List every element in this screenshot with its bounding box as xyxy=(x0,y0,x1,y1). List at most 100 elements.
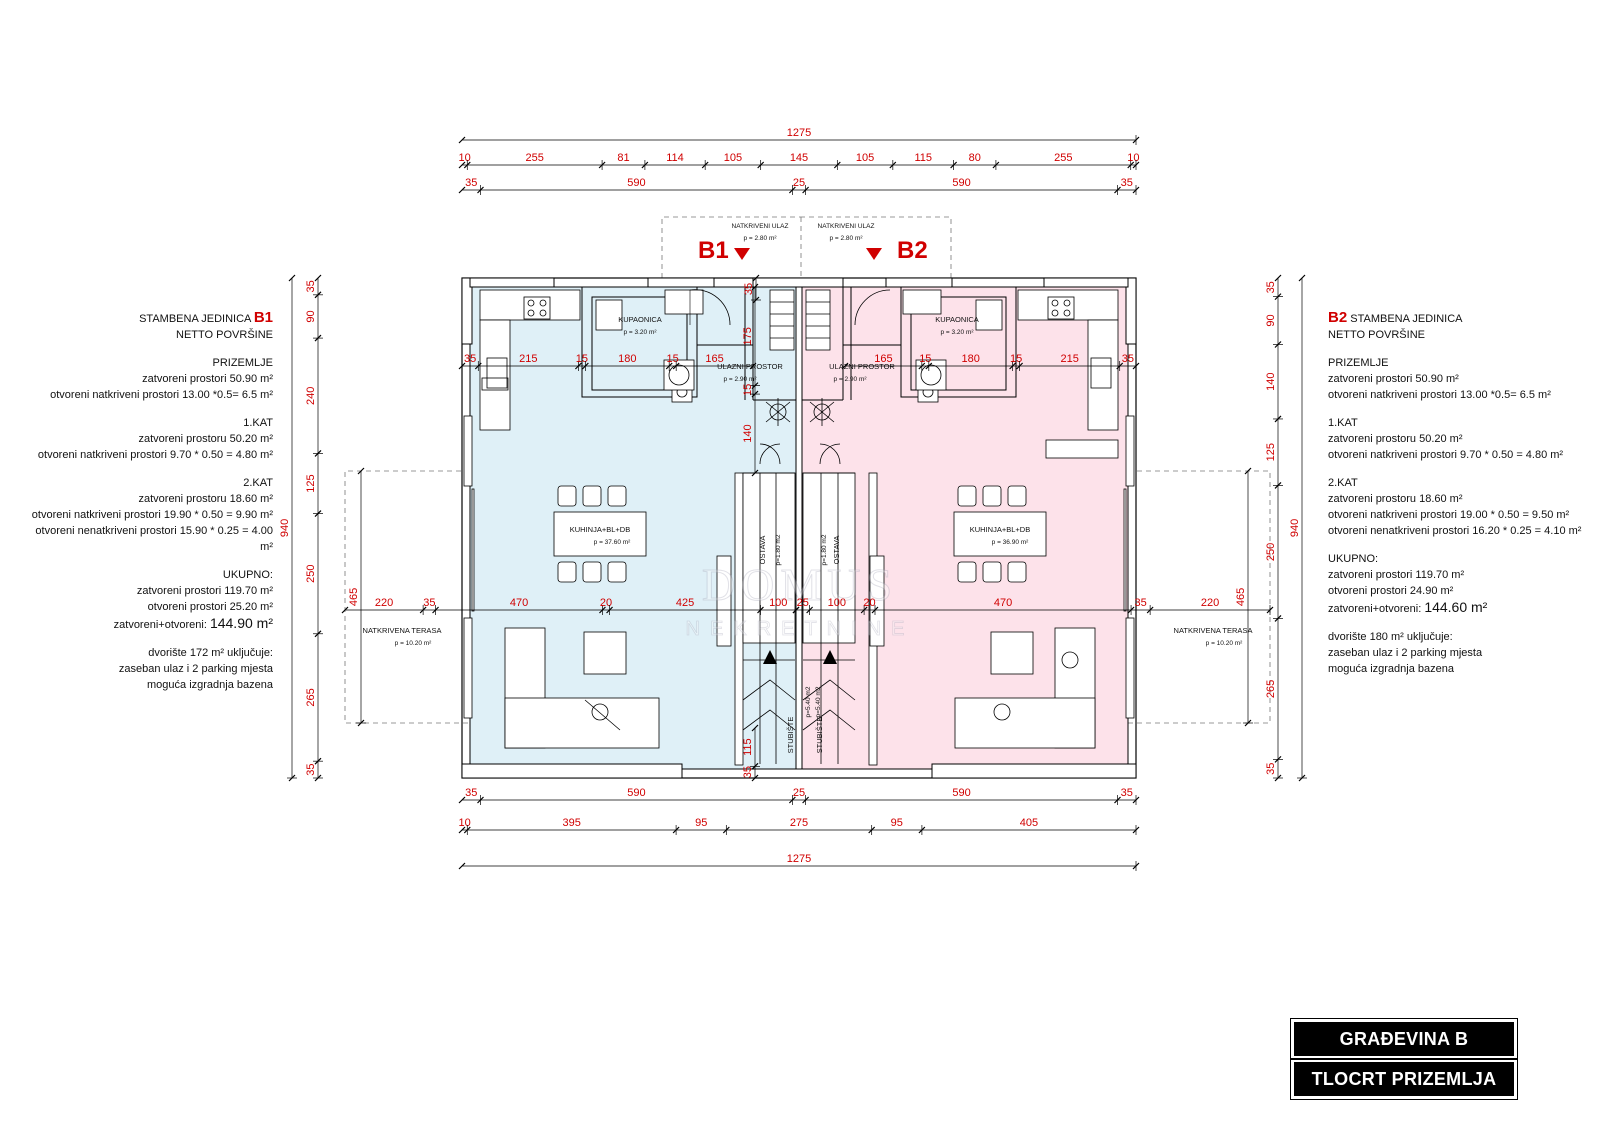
b2-kat1: 1.KAT xyxy=(1328,417,1358,429)
dim-bottom-row1-value: 590 xyxy=(627,787,645,799)
hall-b2-area: p = 2.90 m² xyxy=(833,376,867,383)
stairs-b2-area: p=5.40 m2 xyxy=(815,686,822,717)
storage-b1-name: OSTAVA xyxy=(758,536,767,565)
dim-int-b2-value: 15 xyxy=(1010,353,1022,365)
b1-k2c-unit: m² xyxy=(260,541,273,553)
dim-left-column-tick xyxy=(314,274,322,282)
dim-int-b1-value: 15 xyxy=(576,353,588,365)
terrace-b1-area: p = 10.20 m² xyxy=(395,640,433,647)
b2-plant xyxy=(809,398,835,426)
b1-d3: moguća izgradnja bazena xyxy=(147,679,273,691)
dim-right-column-value: 265 xyxy=(1265,680,1277,698)
watermark-line2: NEKRETNINE xyxy=(686,618,915,640)
b1-info-panel: STAMBENA JEDINICA B1 NETTO POVRŠINE PRIZ… xyxy=(32,310,273,693)
wall-solids xyxy=(461,277,1137,779)
b1-plant xyxy=(765,398,791,426)
dim-top-row1-value: 10 xyxy=(1127,152,1139,164)
b1-p2: otvoreni natkriveni prostori 13.00 *0.5=… xyxy=(50,389,273,401)
title-block-building: GRAĐEVINA B xyxy=(1290,1018,1518,1060)
b1-stair-block xyxy=(734,289,796,766)
dim-left-total-value: 940 xyxy=(279,519,291,537)
entry-b2-name: NATKRIVENI ULAZ xyxy=(818,223,875,230)
kitchen-b1-name: KUHINJA+BL+DB xyxy=(570,525,630,534)
bath-b1-name: KUPAONICA xyxy=(618,315,662,324)
dim-top-total-value: 1275 xyxy=(787,127,811,139)
dim-top-row1-value: 105 xyxy=(856,152,874,164)
b2-info-panel: B2 STAMBENA JEDINICA NETTO POVRŠINE PRIZ… xyxy=(1328,310,1581,677)
b2-p1: zatvoreni prostori 50.90 m² xyxy=(1328,373,1459,385)
b1-kat2: 2.KAT xyxy=(243,477,273,489)
watermark: DOMUS NEKRETNINE xyxy=(685,559,915,641)
bath-b2-area: p = 3.20 m² xyxy=(940,329,974,336)
b1-title: STAMBENA JEDINICA xyxy=(139,313,251,325)
dim-left-column-value: 90 xyxy=(305,310,317,322)
room-labels: NATKRIVENI ULAZ p = 2.80 m² NATKRIVENI U… xyxy=(363,223,1253,753)
b1-k2a: zatvoreni prostoru 18.60 m² xyxy=(138,493,273,505)
b1-u1: zatvoreni prostori 119.70 m² xyxy=(136,585,273,597)
terrace-b2-name: NATKRIVENA TERASA xyxy=(1174,626,1253,635)
dim-bottom-row2-value: 95 xyxy=(891,817,903,829)
dim-top-row2-value: 590 xyxy=(627,177,645,189)
b2-d1: dvorište 180 m² uključuje: xyxy=(1328,631,1453,643)
dim-int-mid-right-value: 470 xyxy=(994,597,1012,609)
stairs-b2-name: STUBIŠTE xyxy=(815,717,824,754)
dim-int-b2-value: 35 xyxy=(1122,353,1134,365)
dim-bottom-total-value: 1275 xyxy=(787,853,811,865)
dim-right-column-value: 140 xyxy=(1265,373,1277,391)
dim-bottom-row2-value: 10 xyxy=(459,817,471,829)
dim-right-column-value: 35 xyxy=(1265,281,1277,293)
dim-right-column-value: 125 xyxy=(1265,443,1277,461)
dim-top-row1-value: 145 xyxy=(790,152,808,164)
dim-int-mid-right-value: 220 xyxy=(1201,597,1219,609)
dim-bottom-row1-tick xyxy=(458,796,466,804)
dim-top-row2-value: 35 xyxy=(1121,177,1133,189)
dim-int-mid-right-value: 25 xyxy=(797,597,809,609)
dim-top-row1-value: 255 xyxy=(526,152,544,164)
dim-int-mid-left-value: 100 xyxy=(769,597,787,609)
dim-left-column-value: 250 xyxy=(305,564,317,582)
hall-b2-name: ULAZNI PROSTOR xyxy=(829,362,895,371)
dim-int-b1-value: 15 xyxy=(667,353,679,365)
dim-right-column-value: 90 xyxy=(1265,314,1277,326)
kitchen-b2-area: p = 36.90 m² xyxy=(992,539,1030,546)
dim-int-b1-tick xyxy=(458,362,466,370)
dim-bottom-row1-value: 35 xyxy=(1121,787,1133,799)
b2-unit-label: B2 xyxy=(1328,309,1348,326)
b1-p1: zatvoreni prostori 50.90 m² xyxy=(142,373,273,385)
dim-left-column-value: 125 xyxy=(305,474,317,492)
b1-marker-arrow xyxy=(734,248,750,260)
b2-stair-arrow xyxy=(823,650,837,664)
b2-u3-label: zatvoreni+otvoreni: xyxy=(1328,603,1422,615)
b2-u2: otvoreni prostori 24.90 m² xyxy=(1328,585,1454,597)
hall-b1-area: p = 2.90 m² xyxy=(723,376,757,383)
entry-b2-area: p = 2.80 m² xyxy=(829,235,863,242)
dim-left-column-value: 240 xyxy=(305,387,317,405)
dim-int-vert-b1-tick xyxy=(751,283,759,291)
windows xyxy=(463,415,1135,719)
b2-marker: B2 xyxy=(897,237,928,264)
b2-d3: moguća izgradnja bazena xyxy=(1328,663,1454,675)
terrace-b1-name: NATKRIVENA TERASA xyxy=(363,626,442,635)
b1-k1b: otvoreni natkriveni prostori 9.70 * 0.50… xyxy=(37,449,273,461)
b1-subtitle: NETTO POVRŠINE xyxy=(176,329,273,341)
terrace-b2-area: p = 10.20 m² xyxy=(1206,640,1244,647)
dim-bottom-row2-value: 95 xyxy=(695,817,707,829)
dim-int-mid-right-value: 35 xyxy=(1134,597,1146,609)
b1-dining-set xyxy=(553,485,647,583)
b2-kat2: 2.KAT xyxy=(1328,477,1358,489)
dim-right-total-value: 940 xyxy=(1289,519,1301,537)
dim-int-vert-b1-value: 140 xyxy=(742,424,754,442)
dim-int-corridor-value: 35 xyxy=(743,283,755,295)
dim-bottom-row2-value: 275 xyxy=(790,817,808,829)
dim-bottom-row1-value: 25 xyxy=(793,787,805,799)
dim-terrace-right-tick xyxy=(1244,467,1252,475)
dim-int-stair-value: 35 xyxy=(742,766,754,778)
b2-k2c: otvoreni nenatkriveni prostori 16.20 * 0… xyxy=(1328,525,1582,537)
entry-b1-name: NATKRIVENI ULAZ xyxy=(732,223,789,230)
b2-prizemlje: PRIZEMLJE xyxy=(1328,357,1389,369)
dim-int-b1-value: 165 xyxy=(705,353,723,365)
dim-int-b2-value: 215 xyxy=(1060,353,1078,365)
dim-int-mid-left-value: 425 xyxy=(676,597,694,609)
dim-int-mid-left-value: 220 xyxy=(375,597,393,609)
dim-bottom-row1-value: 35 xyxy=(465,787,477,799)
